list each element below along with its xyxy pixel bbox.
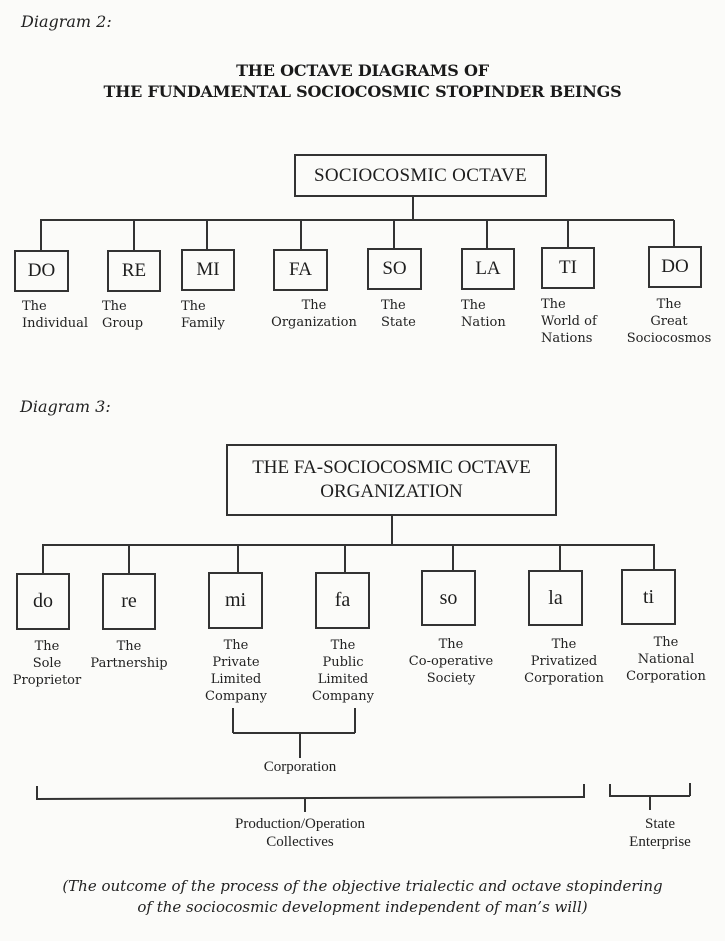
collectives-line-1: Production/Operation bbox=[235, 816, 365, 832]
desc-line: The bbox=[656, 297, 682, 312]
collectives-line-2: Collectives bbox=[266, 834, 334, 850]
d2-node-box-1: DO bbox=[14, 250, 69, 292]
state-enterprise-label: State Enterprise bbox=[615, 815, 705, 851]
desc-line: Limited bbox=[317, 672, 369, 687]
d3-node-box-6: la bbox=[528, 570, 583, 626]
desc-line: Corporation bbox=[626, 669, 706, 684]
diagram-2-label: Diagram 2: bbox=[21, 12, 112, 31]
desc-line: Sole bbox=[32, 656, 62, 671]
d2-node-box-8: DO bbox=[648, 246, 702, 288]
d2-node-box-4: FA bbox=[273, 249, 328, 291]
desc-line: The bbox=[301, 298, 327, 313]
d2-node-box-2: RE bbox=[107, 250, 161, 292]
desc-line: The bbox=[22, 299, 47, 314]
desc-line: The bbox=[551, 637, 577, 652]
d3-node-box-4: fa bbox=[315, 572, 370, 629]
desc-line: The bbox=[223, 638, 249, 653]
desc-line: The bbox=[381, 298, 406, 313]
desc-line: Individual bbox=[22, 316, 89, 331]
desc-line: Company bbox=[205, 689, 267, 704]
diagram-3-label: Diagram 3: bbox=[20, 397, 111, 416]
desc-line: The bbox=[330, 638, 356, 653]
d3-node-box-5: so bbox=[421, 570, 476, 626]
desc-line: The bbox=[34, 639, 60, 654]
d2-node-box-6: LA bbox=[461, 248, 515, 290]
sociocosmic-octave-root: SOCIOCOSMIC OCTAVE bbox=[294, 154, 547, 197]
desc-line: Partnership bbox=[90, 656, 168, 671]
desc-line: Public bbox=[322, 655, 364, 670]
d3-node-box-2: re bbox=[102, 573, 156, 630]
diagram-2-title-line-2: THE FUNDAMENTAL SOCIOCOSMIC STOPINDER BE… bbox=[103, 82, 622, 101]
footer-line-1: (The outcome of the process of the objec… bbox=[62, 877, 663, 895]
root-line-1: THE FA-SOCIOCOSMIC OCTAVE bbox=[252, 457, 531, 478]
prod-bracket-base bbox=[36, 796, 585, 800]
desc-line: Nation bbox=[461, 315, 506, 330]
desc-line: Great bbox=[650, 314, 688, 329]
desc-line: Privatized bbox=[530, 654, 598, 669]
desc-line: Private bbox=[212, 655, 260, 670]
production-operation-collectives-label: Production/Operation Collectives bbox=[205, 815, 395, 851]
desc-line: Sociocosmos bbox=[626, 331, 712, 346]
desc-line: Corporation bbox=[524, 671, 604, 686]
desc-line: State bbox=[381, 315, 416, 330]
desc-line: Proprietor bbox=[12, 673, 82, 688]
desc-line: Nations bbox=[541, 331, 593, 346]
diagram-2-title-line-1: THE OCTAVE DIAGRAMS OF bbox=[236, 61, 489, 80]
desc-line: The bbox=[461, 298, 486, 313]
desc-line: The bbox=[181, 299, 206, 314]
desc-line: The bbox=[116, 639, 142, 654]
desc-line: Society bbox=[426, 671, 476, 686]
desc-line: The bbox=[438, 637, 464, 652]
desc-line: National bbox=[637, 652, 695, 667]
state-enterprise-line-1: State bbox=[645, 816, 675, 832]
desc-line: The bbox=[102, 299, 127, 314]
d3-node-box-7: ti bbox=[621, 569, 676, 625]
desc-line: Organization bbox=[271, 315, 357, 330]
desc-line: Family bbox=[181, 316, 225, 331]
desc-line: Limited bbox=[210, 672, 262, 687]
desc-line: The bbox=[653, 635, 679, 650]
desc-line: Co-operative bbox=[408, 654, 494, 669]
state-enterprise-line-2: Enterprise bbox=[629, 834, 691, 850]
d3-node-box-3: mi bbox=[208, 572, 263, 629]
desc-line: Company bbox=[312, 689, 374, 704]
corporation-label: Corporation bbox=[263, 759, 337, 775]
root-line-2: ORGANIZATION bbox=[320, 481, 463, 502]
footer-line-2: of the sociocosmic development independe… bbox=[137, 898, 588, 916]
fa-sociocosmic-octave-root: THE FA-SOCIOCOSMIC OCTAVE ORGANIZATION bbox=[226, 444, 557, 516]
d2-node-box-3: MI bbox=[181, 249, 235, 291]
d2-node-box-5: SO bbox=[367, 248, 422, 290]
d2-node-box-7: TI bbox=[541, 247, 595, 289]
desc-line: World of bbox=[541, 314, 597, 329]
d3-node-box-1: do bbox=[16, 573, 70, 630]
desc-line: Group bbox=[102, 316, 144, 331]
desc-line: The bbox=[541, 297, 566, 312]
